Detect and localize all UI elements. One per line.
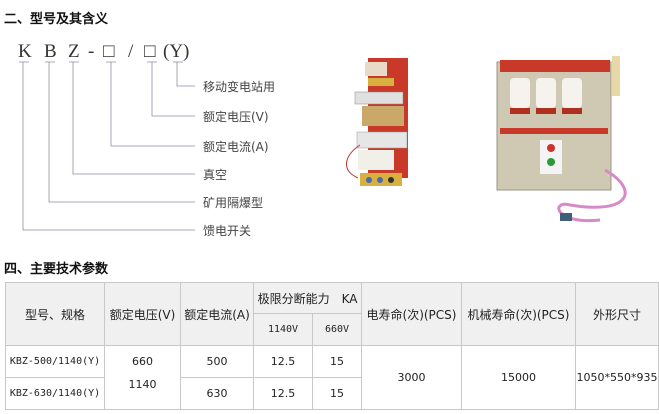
cell-breaking-660v: 15: [312, 345, 362, 378]
code-current-box: □: [103, 41, 115, 62]
control-module-photo: [346, 58, 408, 186]
meaning-rated-current: 额定电流(A): [203, 140, 269, 154]
code-dash: -: [88, 41, 95, 62]
table-row: KBZ-500/1140(Y) 660 500 12.5 15 3000 150…: [5, 345, 659, 410]
cell-electrical-life: 3000: [361, 345, 462, 410]
cell-breaking-1140v: 12.5: [253, 377, 313, 410]
header-breaking-capacity: 极限分断能力 KA: [253, 282, 362, 314]
cell-voltage: 660: [104, 345, 181, 378]
cell-breaking-660v: 15: [312, 377, 362, 410]
table-row: KBZ-630/1140(Y) 1140 630 12.5 15: [5, 377, 659, 410]
meaning-feeder-switch: 馈电开关: [203, 224, 252, 238]
cell-voltage: 1140: [104, 377, 181, 410]
code-letter-b: B: [44, 41, 57, 62]
header-660v: 660V: [312, 313, 362, 346]
header-mechanical-life: 机械寿命(次)(PCS): [461, 282, 576, 346]
cell-model: KBZ-630/1140(Y): [5, 377, 105, 410]
header-model: 型号、规格: [5, 282, 105, 346]
meaning-vacuum: 真空: [203, 168, 228, 182]
header-1140v: 1140V: [253, 313, 313, 346]
cell-current: 500: [180, 345, 254, 378]
meaning-rated-voltage: 额定电压(V): [203, 110, 269, 124]
header-dimensions: 外形尺寸: [575, 282, 659, 346]
header-rated-current: 额定电流(A): [180, 282, 254, 346]
tech-params-table: 型号、规格 额定电压(V) 额定电流(A) 极限分断能力 KA 电寿命(次)(P…: [5, 282, 659, 410]
cell-current: 630: [180, 377, 254, 410]
cell-model: KBZ-500/1140(Y): [5, 345, 105, 378]
header-rated-voltage: 额定电压(V): [104, 282, 181, 346]
section-title-params: 四、主要技术参数: [4, 262, 109, 277]
breaker-unit-photo: [496, 56, 627, 223]
meaning-mobile-substation: 移动变电站用: [203, 80, 276, 94]
code-voltage-box: □: [144, 41, 156, 62]
code-letter-z: Z: [68, 41, 80, 62]
meaning-mine-explosion-proof: 矿用隔爆型: [203, 196, 264, 210]
header-electrical-life: 电寿命(次)(PCS): [361, 282, 462, 346]
cell-breaking-1140v: 12.5: [253, 345, 313, 378]
cell-dimensions: 1050*550*935: [575, 345, 659, 410]
code-letter-k: K: [18, 41, 32, 62]
section-title-model: 二、型号及其含义: [4, 12, 109, 27]
cell-mechanical-life: 15000: [461, 345, 576, 410]
code-slash: /: [128, 41, 134, 62]
code-y: (Y): [163, 41, 190, 62]
